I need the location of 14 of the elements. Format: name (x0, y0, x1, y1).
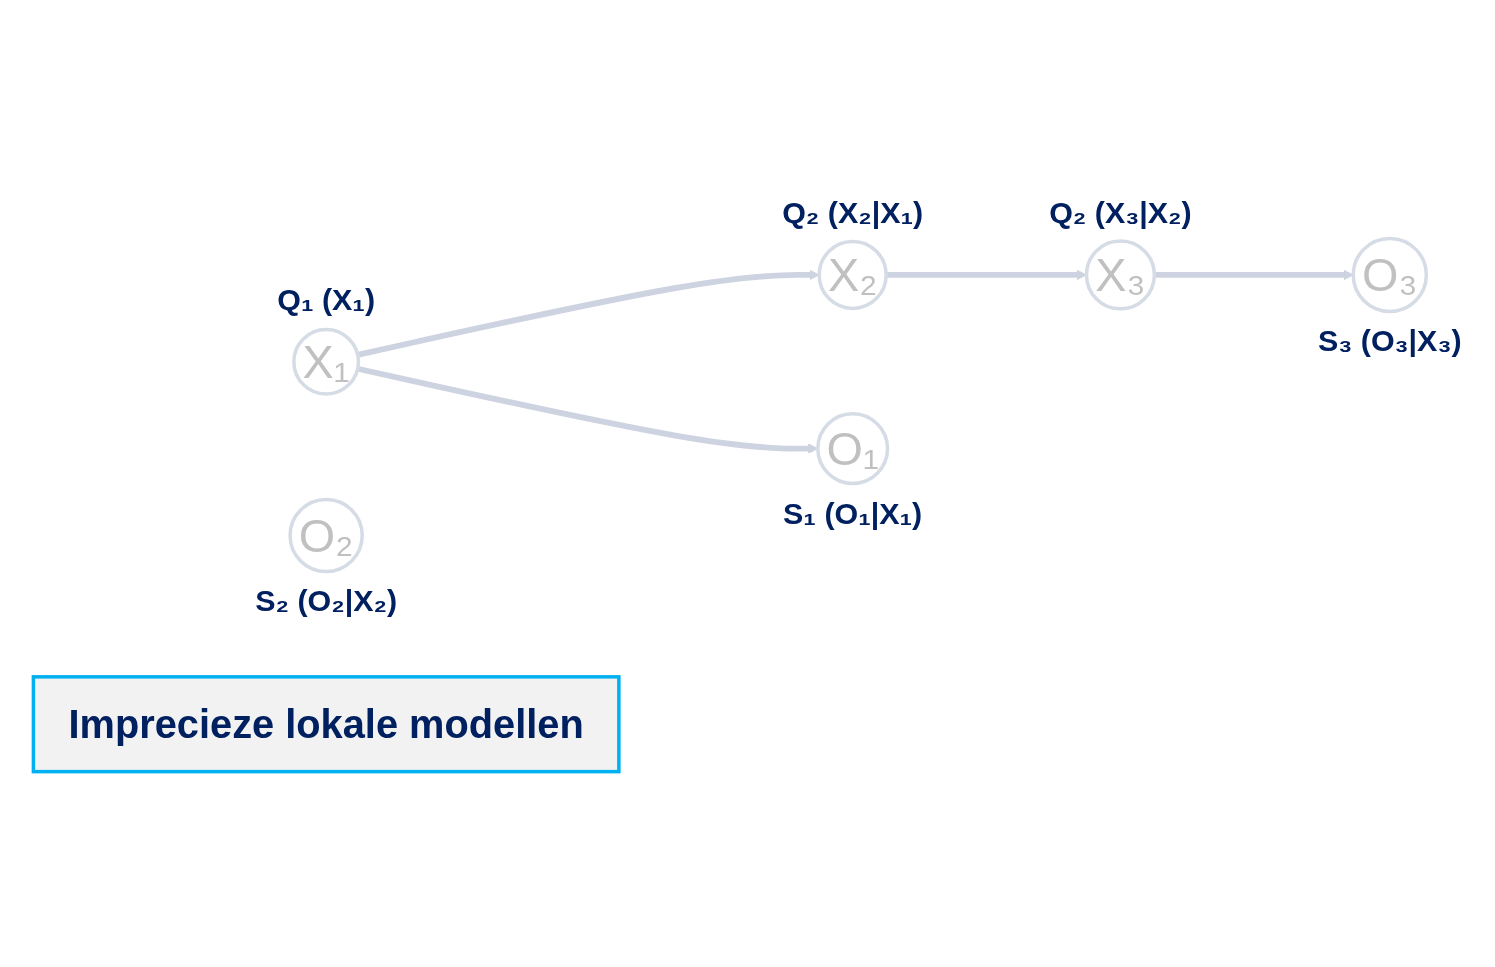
node-circle: O₁ (816, 412, 890, 486)
node-box: Imprecieze lokale modellen (31, 675, 621, 774)
node-caption: S₂ (O₂|X₂) (255, 583, 398, 618)
arrow (1154, 269, 1354, 281)
node-circle: O₃ (1351, 236, 1429, 314)
node-caption: Q₁ (X₁) (277, 282, 376, 317)
node-caption: S₁ (O₁|X₁) (783, 495, 923, 530)
node-caption: Q₂ (X₂|X₁) (782, 195, 924, 230)
node-circle: X₁ (292, 327, 361, 396)
node-circle: X₃ (1084, 239, 1157, 311)
node-circle: X₂ (817, 239, 888, 311)
node-caption: S₃ (O₃|X₃) (1318, 323, 1462, 358)
node-circle: O₂ (288, 497, 364, 574)
node-caption: Q₂ (X₃|X₂) (1049, 195, 1192, 230)
